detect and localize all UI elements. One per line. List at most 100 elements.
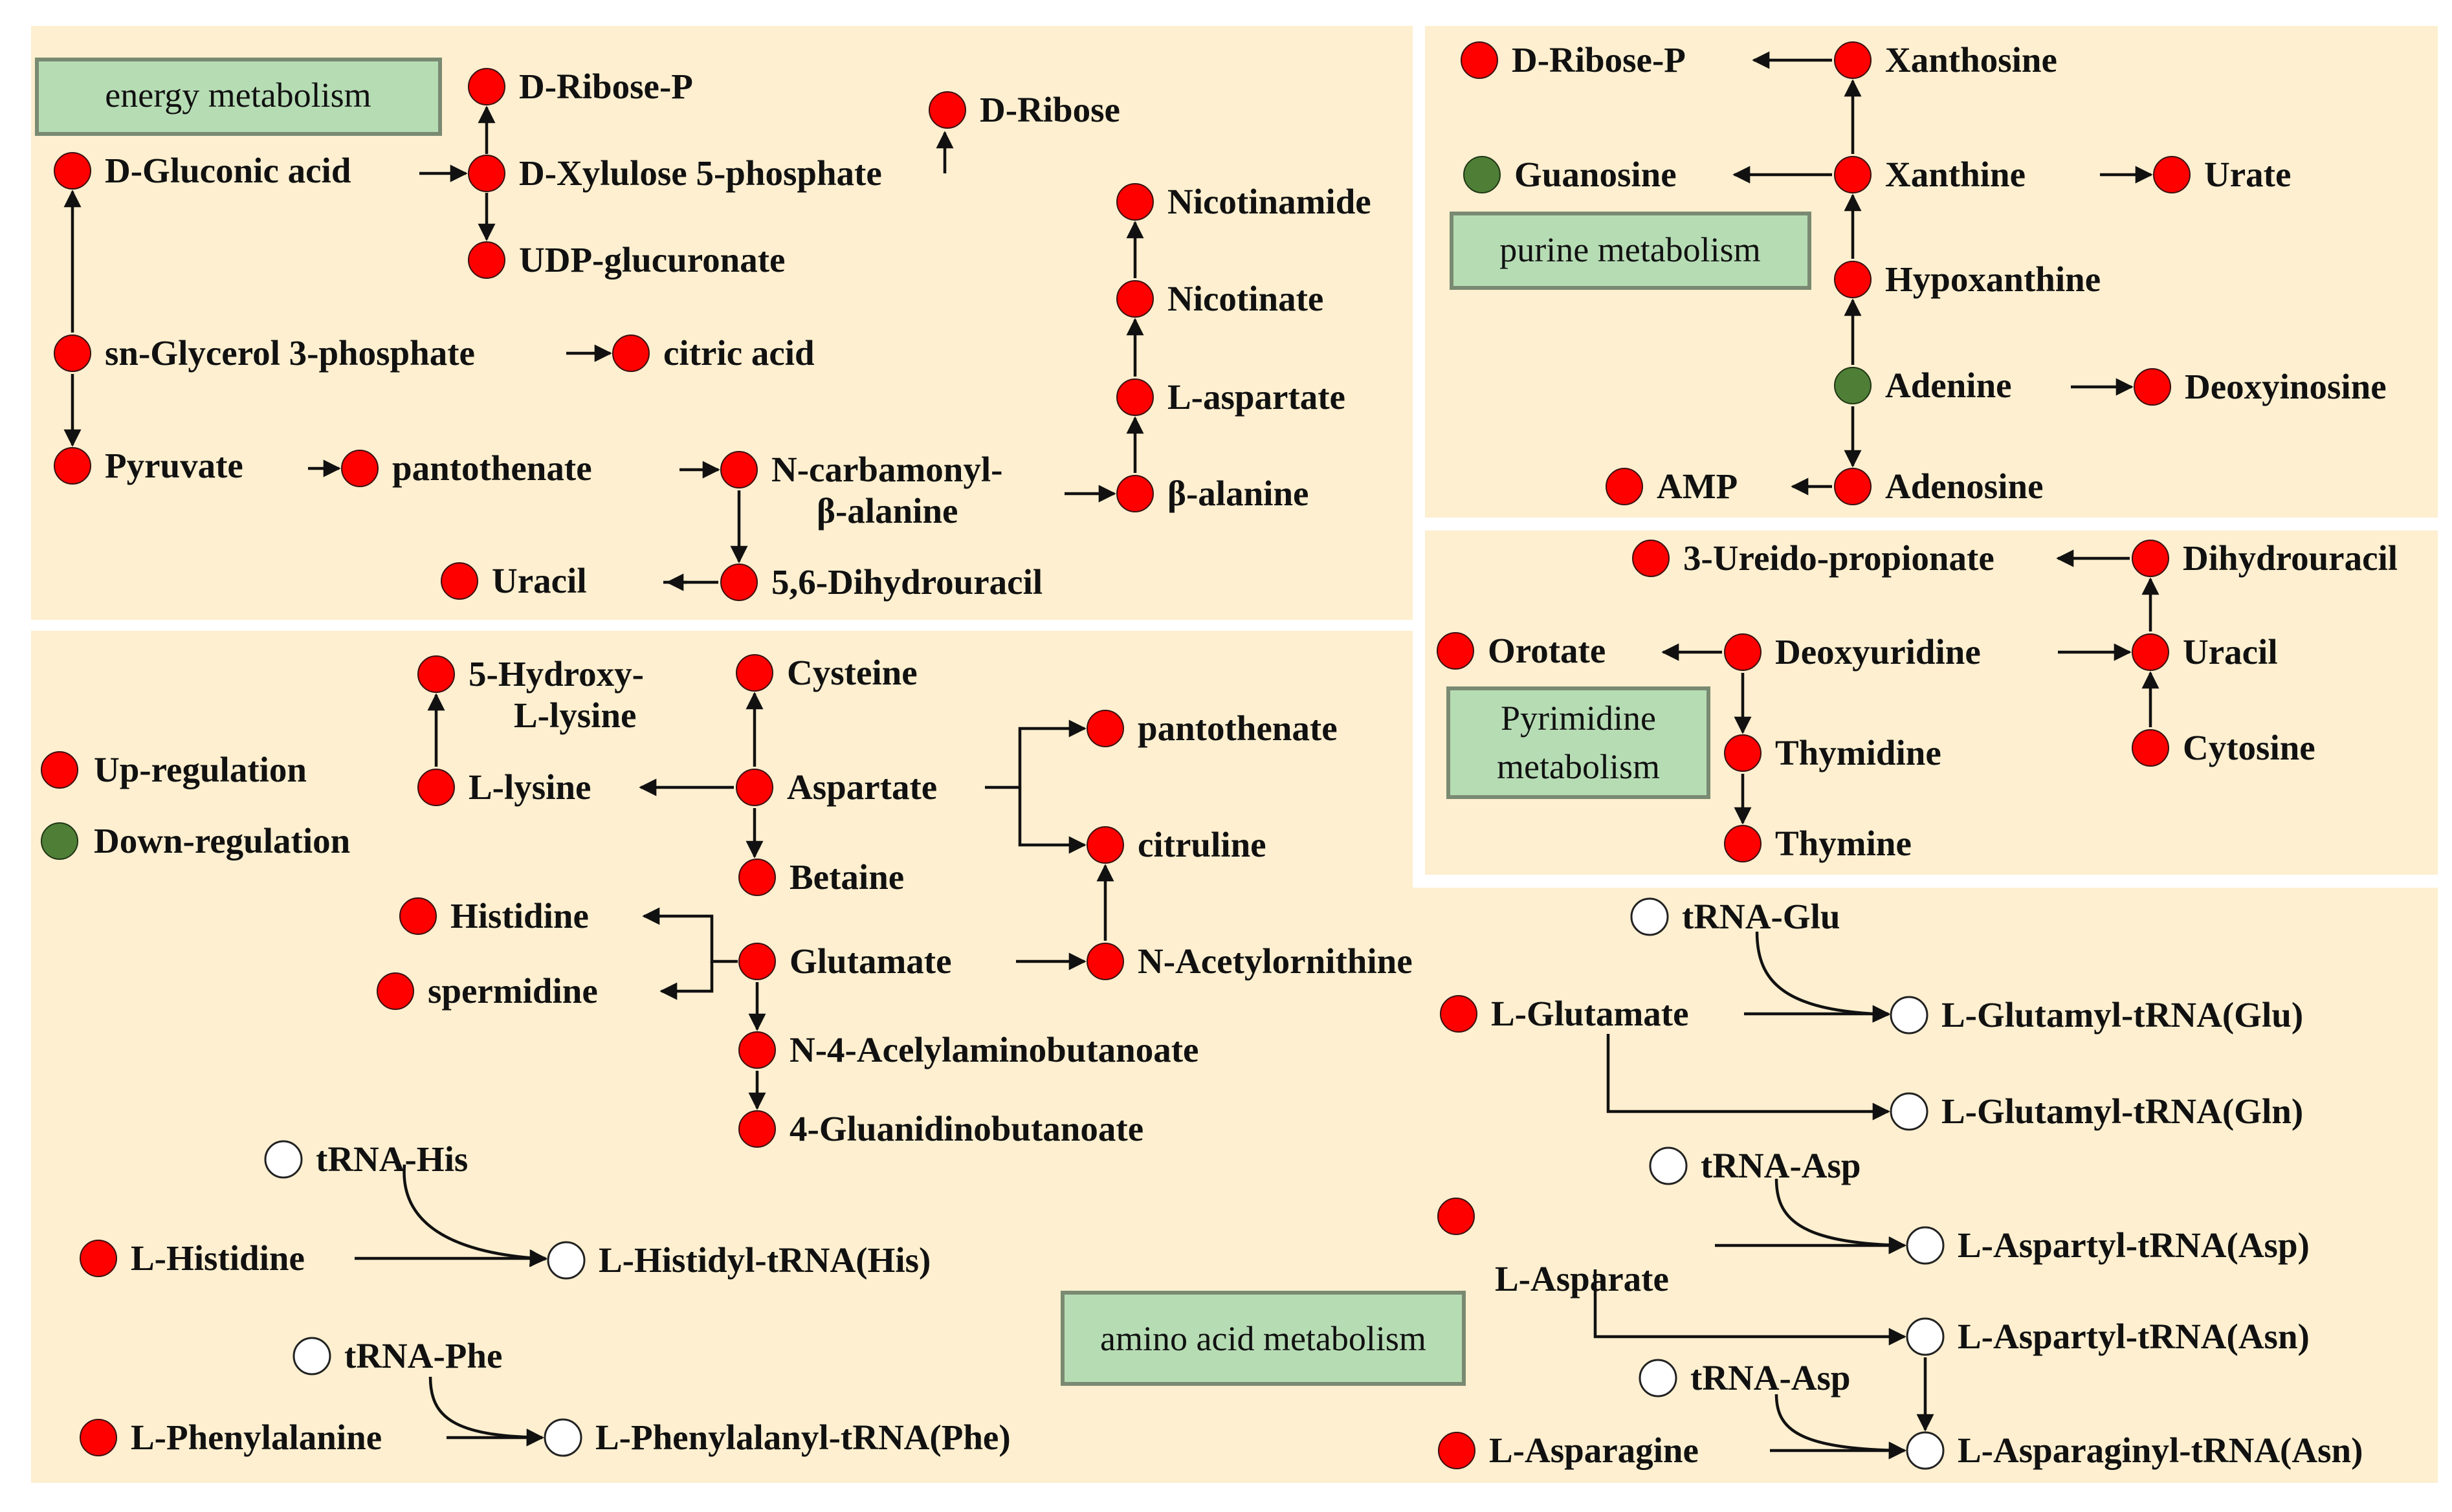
- metabolite-sn-glycerol: sn-Glycerol 3-phosphate: [54, 333, 475, 373]
- metabolite-d-ribose-p: D-Ribose-P: [468, 67, 693, 106]
- metabolite-label: D-Ribose-P: [1512, 40, 1686, 80]
- metabolite-label: Betaine: [790, 857, 904, 897]
- status-dot-up: [738, 943, 776, 980]
- metabolite-label: N-carbamonyl-: [771, 450, 1002, 489]
- metabolite-label: tRNA-Asp: [1701, 1146, 1861, 1185]
- metabolite-label: L-lysine: [469, 767, 591, 807]
- metabolite-label: L-Phenylalanine: [131, 1418, 382, 1457]
- status-dot-none: [1630, 897, 1669, 936]
- metabolite-label: Xanthosine: [1885, 40, 2057, 80]
- status-dot-up: [54, 447, 91, 485]
- metabolite-label: L-Glutamyl-tRNA(Gln): [1941, 1091, 2303, 1131]
- status-dot-up: [441, 562, 478, 600]
- status-dot-up: [1724, 633, 1762, 671]
- metabolite-nicotinate: Nicotinate: [1116, 279, 1323, 318]
- status-dot-up: [1116, 280, 1154, 318]
- metabolite-label: L-Asparate: [1495, 1259, 1669, 1298]
- status-dot-up: [1437, 1198, 1475, 1235]
- metabolite-p-d-ribose-p: D-Ribose-P: [1461, 40, 1686, 80]
- metabolite-thymine: Thymine: [1724, 824, 1912, 863]
- metabolite-label: L-Glutamyl-tRNA(Glu): [1941, 995, 2303, 1035]
- purine-title-box: purine metabolism: [1450, 212, 1811, 290]
- metabolite-pantothenate-e: pantothenate: [341, 448, 592, 488]
- status-dot-up: [468, 241, 505, 279]
- status-dot-none: [1906, 1431, 1945, 1470]
- status-dot-up: [1087, 710, 1124, 747]
- metabolite-pyruvate: Pyruvate: [54, 446, 243, 485]
- metabolite-label: L-Asparagine: [1489, 1430, 1699, 1470]
- metabolite-l-glutamate: L-Glutamate: [1440, 994, 1689, 1033]
- status-dot-up: [417, 655, 455, 693]
- metabolite-label: Urate: [2204, 155, 2291, 194]
- legend-down-label: Down-regulation: [94, 821, 350, 860]
- metabolite-beta-alanine: β-alanine: [1116, 474, 1309, 513]
- status-dot-up: [736, 769, 773, 806]
- metabolite-label: Pyruvate: [105, 446, 243, 485]
- metabolite-l-glutamyl-glu: L-Glutamyl-tRNA(Glu): [1890, 995, 2303, 1035]
- pathway-arrow: [1755, 931, 1890, 1023]
- metabolite-label: 5-Hydroxy-: [469, 654, 644, 694]
- metabolite-label: citruline: [1138, 825, 1266, 864]
- pyrimidine-title-box: Pyrimidine metabolism: [1446, 686, 1710, 799]
- status-dot-none: [547, 1241, 586, 1280]
- status-dot-up: [1437, 632, 1474, 670]
- metabolite-label: N-4-Acelylaminobutanoate: [790, 1030, 1198, 1069]
- metabolite-label: L-Histidyl-tRNA(His): [599, 1240, 931, 1280]
- amino-title: amino acid metabolism: [1100, 1319, 1426, 1358]
- status-dot-up: [377, 972, 414, 1010]
- status-dot-up: [1834, 261, 1872, 298]
- metabolite-label: Hypoxanthine: [1885, 259, 2101, 299]
- metabolite-ureido: 3-Ureido-propionate: [1632, 538, 1994, 578]
- metabolite-hydroxylysine: 5-Hydroxy-L-lysine: [417, 654, 644, 735]
- status-dot-up: [54, 152, 91, 190]
- metabolite-dihydrouracil-p: Dihydrouracil: [2132, 538, 2398, 578]
- status-dot-none: [293, 1337, 331, 1375]
- metabolite-uracil-p: Uracil: [2132, 632, 2278, 672]
- metabolite-spermidine: spermidine: [377, 971, 598, 1011]
- metabolite-label: Nicotinate: [1167, 279, 1323, 318]
- pathway-arrow: [1593, 1269, 1906, 1346]
- amino-title-box: amino acid metabolism: [1061, 1291, 1466, 1386]
- status-dot-none: [264, 1140, 303, 1179]
- status-dot-up: [341, 450, 379, 487]
- status-dot-up: [1116, 378, 1154, 416]
- status-dot-down: [1463, 156, 1501, 193]
- metabolite-label: D-Gluconic acid: [105, 151, 351, 190]
- metabolite-adenine: Adenine: [1834, 366, 2012, 405]
- status-dot-up: [468, 155, 505, 192]
- metabolite-hypoxanthine: Hypoxanthine: [1834, 259, 2101, 299]
- metabolite-label: pantothenate: [392, 448, 592, 488]
- metabolite-udp-glucuronate: UDP-glucuronate: [468, 240, 785, 279]
- status-dot-none: [1639, 1359, 1677, 1397]
- purine-title: purine metabolism: [1499, 230, 1760, 269]
- status-dot-up: [612, 334, 650, 372]
- status-dot-up: [1440, 995, 1477, 1033]
- status-dot-up: [1116, 183, 1154, 221]
- status-dot-none: [1890, 1092, 1928, 1131]
- legend: Up-regulation Down-regulation: [41, 750, 350, 860]
- metabolite-trna-his: tRNA-His: [264, 1139, 468, 1179]
- metabolite-label: Aspartate: [787, 767, 937, 807]
- metabolite-aspartate-a: Aspartate: [736, 767, 937, 807]
- metabolite-label: L-aspartate: [1167, 377, 1345, 417]
- down-regulation-swatch: [41, 822, 78, 860]
- status-dot-up: [736, 654, 773, 692]
- energy-title: energy metabolism: [105, 76, 371, 115]
- status-dot-up: [720, 451, 758, 488]
- metabolite-nicotinamide: Nicotinamide: [1116, 182, 1371, 221]
- status-dot-up: [2134, 368, 2171, 406]
- metabolite-betaine: Betaine: [738, 857, 904, 897]
- pathway-arrow: [659, 961, 714, 1000]
- metabolite-orotate: Orotate: [1437, 631, 1606, 670]
- metabolite-guanosine: Guanosine: [1463, 155, 1677, 194]
- status-dot-up: [738, 1031, 776, 1069]
- pathway-arrow: [1606, 1034, 1890, 1121]
- metabolite-label: Adenine: [1885, 366, 2012, 405]
- energy-title-box: energy metabolism: [35, 58, 442, 136]
- metabolite-label: Deoxyuridine: [1775, 632, 1981, 672]
- metabolite-xanthosine: Xanthosine: [1834, 40, 2057, 80]
- metabolite-label: Uracil: [492, 561, 587, 600]
- status-dot-up: [1834, 468, 1872, 505]
- metabolite-urate: Urate: [2153, 155, 2291, 194]
